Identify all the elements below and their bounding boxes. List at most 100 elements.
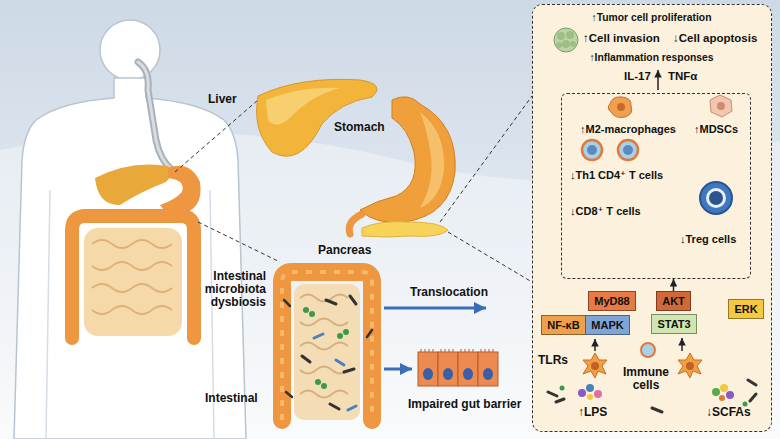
m2-macrophage-icon-part	[617, 103, 625, 111]
bacteria-part	[303, 307, 309, 313]
tumor-cell-icon-part	[556, 42, 562, 48]
stomach-organ-part	[360, 97, 455, 223]
signal-name: NF-κB	[547, 318, 579, 332]
dendritic-cell-icon-part-part	[686, 362, 694, 370]
immune-cell-box: ↑M2-macrophages↑MDSCs↓Th1 CD4⁺ T cells↓C…	[561, 93, 751, 279]
mdsc-icon	[710, 95, 732, 117]
zoom-dashes-part	[198, 222, 280, 262]
panel-ground-part	[532, 4, 772, 432]
dendritic-cell-icon-part	[641, 343, 655, 357]
intestine-organ-part	[282, 272, 372, 420]
cell-label: ↑M2-macrophages	[580, 122, 676, 136]
tumor-cell-icon-part	[554, 28, 578, 52]
intestine-organ	[282, 272, 372, 420]
human-figure	[14, 20, 246, 439]
panel-ground	[532, 4, 772, 432]
signal-name: MAPK	[591, 318, 623, 332]
signal-input-arrows-part	[681, 338, 683, 351]
cytokine-label: TNFα	[668, 70, 697, 83]
gut-barrier-cells-part	[458, 352, 478, 386]
dendritic-cell-icon-part	[583, 353, 607, 378]
signal-name: ERK	[734, 302, 757, 316]
signal-input-arrows-part	[594, 339, 596, 351]
dendritic-cell-icon-part	[678, 353, 702, 378]
signal-name: MyD88	[594, 294, 629, 308]
lps-molecule	[578, 384, 602, 400]
treg-cell-icon-part	[709, 191, 723, 205]
cell-label: ↓Th1 CD4⁺ T cells	[570, 168, 663, 182]
zoom-dashes	[175, 96, 532, 282]
lps-molecule-part	[578, 389, 586, 397]
cytokine-arrow-part	[657, 70, 659, 90]
intestine-organ-part	[300, 295, 348, 398]
receptor-label: TLRs	[538, 354, 568, 367]
scfa-molecule	[712, 384, 734, 401]
mdsc-icon-part	[710, 95, 732, 117]
human-figure-part	[14, 78, 246, 439]
dendritic-cell-icon-part-part	[583, 353, 607, 378]
gut-barrier-cells-part	[421, 349, 493, 352]
scfa-molecule-part	[720, 384, 728, 392]
human-figure-part	[92, 240, 172, 314]
bacteria-part	[343, 329, 349, 335]
gut-barrier-cells-part	[443, 368, 453, 380]
intestine-organ-part	[282, 272, 372, 420]
dendritic-cell-icon-part-part	[591, 362, 599, 370]
liver-organ-part	[257, 79, 377, 156]
scfa-molecule-part	[726, 391, 734, 399]
signal-name: AKT	[662, 294, 685, 308]
t-cell-icons-part	[587, 145, 597, 155]
scfa-molecule-part	[712, 388, 720, 396]
lps-molecule-part	[586, 384, 594, 392]
intestine-organ-part	[294, 284, 360, 420]
lps-molecule-part	[587, 394, 593, 400]
signal-box: NF-κB	[541, 315, 586, 335]
cell-label: Immune cells	[620, 366, 672, 392]
process-label: Translocation	[410, 286, 488, 299]
lps-molecule-part	[594, 390, 602, 398]
m2-macrophage-icon-part	[608, 97, 632, 118]
t-cell-icons-part	[623, 145, 633, 155]
organ-label: Intestinal	[205, 392, 258, 405]
organ-label: Stomach	[334, 121, 385, 134]
cytokine-arrow	[658, 70, 659, 90]
molecule-label: ↑LPS	[578, 406, 607, 419]
human-figure-part	[160, 166, 201, 214]
cell-label: ↓Treg cells	[680, 232, 736, 246]
treg-cell-icon	[700, 182, 732, 214]
human-figure-part	[100, 20, 160, 80]
signal-box: MyD88	[588, 291, 636, 311]
scfa-molecule-part	[719, 395, 725, 401]
bacteria-part	[302, 296, 356, 409]
liver-organ-part	[266, 88, 340, 125]
panel-bacteria-part	[560, 386, 565, 391]
tumor-cell-icon-part	[562, 40, 570, 48]
molecule-label: ↓SCFAs	[706, 406, 751, 419]
human-figure-part	[72, 216, 194, 338]
tumor-cell-icon-part	[566, 31, 574, 39]
signal-name: STAT3	[657, 317, 690, 331]
bacteria-part	[314, 334, 356, 410]
t-cell-icons	[582, 140, 638, 160]
stomach-organ-part	[420, 112, 444, 208]
zoom-dashes-part	[175, 100, 258, 172]
pancreas-organ	[349, 214, 448, 237]
gut-barrier-cells-part	[418, 352, 438, 386]
process-label: Intestinal microbiota dysbiosis	[194, 270, 266, 309]
effect-text: ↑Tumor cell proliferation	[533, 11, 770, 25]
bacteria-part	[284, 300, 372, 397]
signal-box: MAPK	[585, 315, 630, 335]
human-figure-part	[46, 190, 214, 439]
stomach-organ	[360, 97, 455, 223]
gut-barrier-cells-part	[478, 352, 498, 386]
gut-barrier-cells-part	[423, 368, 433, 380]
signal-input-arrows	[595, 338, 682, 351]
gut-barrier-cells	[418, 349, 498, 386]
gut-barrier-cells-part	[438, 352, 458, 386]
tumor-cell-icon-part	[570, 41, 576, 47]
human-figure-part	[95, 165, 172, 206]
signal-box: AKT	[656, 291, 691, 311]
human-figure-part	[138, 62, 172, 170]
translocation-arrow-part	[384, 307, 486, 310]
